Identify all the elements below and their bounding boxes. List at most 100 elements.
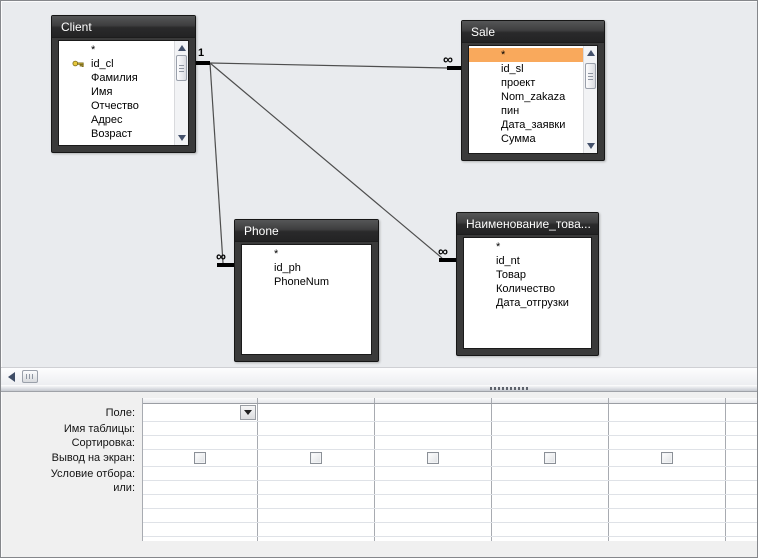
diagram-scrollbar-thumb[interactable] [22, 370, 38, 383]
field-star[interactable]: * [242, 247, 371, 261]
column-selector-2[interactable] [375, 398, 492, 403]
diagram-horizontal-scrollbar[interactable] [1, 367, 757, 385]
grid-cell-r9c2[interactable] [375, 537, 492, 541]
field-Возраст[interactable]: Возраст [59, 127, 174, 141]
column-selector-0[interactable] [143, 398, 258, 403]
grid-cell-r1c2[interactable] [375, 422, 492, 435]
field-star[interactable]: * [59, 43, 174, 57]
grid-cell-r4c4[interactable] [609, 467, 726, 480]
grid-cell-r0c1[interactable] [258, 404, 375, 421]
grid-cell-r2c0[interactable] [143, 436, 258, 449]
field-Отчество[interactable]: Отчество [59, 99, 174, 113]
grid-cell-r7c4[interactable] [609, 509, 726, 522]
show-checkbox-1[interactable] [310, 452, 322, 464]
show-checkbox-0[interactable] [194, 452, 206, 464]
field-id_ph[interactable]: id_ph [242, 261, 371, 275]
grid-cell-r3c3[interactable] [492, 450, 609, 466]
grid-cell-r7c3[interactable] [492, 509, 609, 522]
field-Адрес[interactable]: Адрес [59, 113, 174, 127]
show-checkbox-3[interactable] [544, 452, 556, 464]
grid-cell-r9c0[interactable] [143, 537, 258, 541]
grid-cell-r8c1[interactable] [258, 523, 375, 536]
table-sale-vertical-scrollbar[interactable] [583, 46, 597, 153]
grid-cell-r6c3[interactable] [492, 495, 609, 508]
grid-cell-r1c5[interactable] [726, 422, 757, 435]
field-id_cl[interactable]: id_cl [59, 57, 174, 71]
show-checkbox-4[interactable] [661, 452, 673, 464]
field-Имя[interactable]: Имя [59, 85, 174, 99]
grid-cell-r3c4[interactable] [609, 450, 726, 466]
grid-cell-r6c4[interactable] [609, 495, 726, 508]
grid-cell-r5c0[interactable] [143, 481, 258, 494]
grid-cell-r5c2[interactable] [375, 481, 492, 494]
left-arrow-icon[interactable] [8, 372, 18, 382]
relation-line-client-goods[interactable] [209, 62, 443, 259]
grid-cell-r0c0[interactable] [143, 404, 258, 421]
grid-cell-r4c2[interactable] [375, 467, 492, 480]
down-arrow-icon[interactable] [584, 140, 597, 152]
column-selector-1[interactable] [258, 398, 375, 403]
field-Nom_zakaza[interactable]: Nom_zakaza [469, 90, 583, 104]
grid-cell-r9c4[interactable] [609, 537, 726, 541]
grid-cell-r0c3[interactable] [492, 404, 609, 421]
field-id_nt[interactable]: id_nt [464, 254, 591, 268]
grid-column-header-strip[interactable] [143, 398, 757, 404]
grid-cell-r3c2[interactable] [375, 450, 492, 466]
grid-cell-r0c5[interactable] [726, 404, 757, 421]
grid-cell-r8c4[interactable] [609, 523, 726, 536]
grid-cell-r1c0[interactable] [143, 422, 258, 435]
table-client-title[interactable]: Client [52, 16, 195, 38]
grid-cell-r6c0[interactable] [143, 495, 258, 508]
relation-line-client-sale[interactable] [209, 62, 449, 69]
field-Сумма[interactable]: Сумма [469, 132, 583, 146]
grid-cell-r4c0[interactable] [143, 467, 258, 480]
relation-line-client-phone[interactable] [209, 62, 224, 264]
table-sale-title[interactable]: Sale [462, 21, 604, 43]
column-selector-5[interactable] [726, 398, 757, 403]
table-phone-title[interactable]: Phone [235, 220, 378, 242]
grid-cell-r8c2[interactable] [375, 523, 492, 536]
grid-cell-r0c4[interactable] [609, 404, 726, 421]
grid-cell-r8c5[interactable] [726, 523, 757, 536]
grid-cell-r8c0[interactable] [143, 523, 258, 536]
grid-cell-r9c3[interactable] [492, 537, 609, 541]
show-checkbox-2[interactable] [427, 452, 439, 464]
scrollbar-thumb[interactable] [176, 55, 187, 81]
grid-cell-r1c1[interactable] [258, 422, 375, 435]
grid-cell-r3c1[interactable] [258, 450, 375, 466]
down-arrow-icon[interactable] [175, 132, 188, 144]
grid-cell-r3c0[interactable] [143, 450, 258, 466]
grid-cell-r4c5[interactable] [726, 467, 757, 480]
field-star[interactable]: * [464, 240, 591, 254]
grid-cell-r2c2[interactable] [375, 436, 492, 449]
field-dropdown-button[interactable] [240, 405, 256, 420]
scrollbar-thumb[interactable] [585, 63, 596, 89]
grid-cell-r0c2[interactable] [375, 404, 492, 421]
grid-cell-r6c1[interactable] [258, 495, 375, 508]
grid-cell-r7c0[interactable] [143, 509, 258, 522]
column-selector-3[interactable] [492, 398, 609, 403]
field-id_sl[interactable]: id_sl [469, 62, 583, 76]
grid-cell-r7c5[interactable] [726, 509, 757, 522]
grid-cell-r2c5[interactable] [726, 436, 757, 449]
grid-cell-r7c2[interactable] [375, 509, 492, 522]
grid-cell-r2c3[interactable] [492, 436, 609, 449]
grid-cell-r2c1[interactable] [258, 436, 375, 449]
field-Товар[interactable]: Товар [464, 268, 591, 282]
grid-cell-r6c2[interactable] [375, 495, 492, 508]
grid-cell-r5c3[interactable] [492, 481, 609, 494]
field-проект[interactable]: проект [469, 76, 583, 90]
grid-cell-r9c5[interactable] [726, 537, 757, 541]
field-Дата_отгрузки[interactable]: Дата_отгрузки [464, 296, 591, 310]
field-пин[interactable]: пин [469, 104, 583, 118]
pane-splitter[interactable] [1, 385, 757, 392]
grid-cell-r4c1[interactable] [258, 467, 375, 480]
grid-cell-r6c5[interactable] [726, 495, 757, 508]
grid-cell-r7c1[interactable] [258, 509, 375, 522]
field-Количество[interactable]: Количество [464, 282, 591, 296]
grid-cell-r5c5[interactable] [726, 481, 757, 494]
